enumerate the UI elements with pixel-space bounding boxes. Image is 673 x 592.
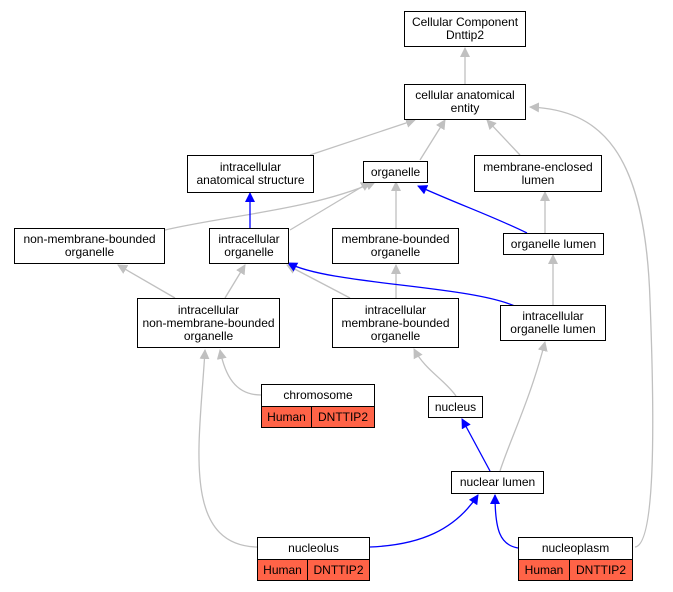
edge-nuclear-lumen-nucleus: [461, 418, 491, 472]
edge-imbo-io: [286, 264, 351, 299]
edge-nucleolus-nuclear-lumen: [369, 494, 479, 548]
node-organelle[interactable]: organelle: [363, 161, 428, 183]
node-cellular-anatomical-entity[interactable]: cellular anatomical entity: [404, 84, 526, 120]
node-intracellular-anatomical-structure[interactable]: intracellular anatomical structure: [187, 155, 314, 193]
node-nuclear-lumen[interactable]: nuclear lumen: [451, 471, 544, 494]
node-nucleolus[interactable]: nucleolus: [257, 537, 370, 560]
node-intracellular-membrane-bounded-organelle[interactable]: intracellular membrane-bounded organelle: [332, 298, 459, 348]
edge-nucleoplasm-cae: [529, 102, 654, 548]
node-cellular-component-dnttip2[interactable]: Cellular Component Dnttip2: [404, 11, 526, 47]
edge-io-organelle: [289, 181, 371, 231]
node-non-membrane-bounded-organelle[interactable]: non-membrane-bounded organelle: [14, 228, 165, 264]
annotation-gene-nucleoplasm: DNTTIP2: [569, 559, 633, 581]
edge-nucleolus-inmbo: [198, 349, 258, 548]
edge-ias-cae: [309, 118, 416, 156]
edge-chromosome-inmbo: [216, 349, 262, 396]
node-membrane-enclosed-lumen[interactable]: membrane-enclosed lumen: [474, 155, 602, 192]
edge-nucleus-imbo: [413, 348, 457, 397]
annotation-gene-chromosome: DNTTIP2: [311, 406, 375, 428]
edge-organelle-cae: [419, 119, 446, 161]
node-organelle-lumen[interactable]: organelle lumen: [503, 233, 604, 255]
edge-inmbo-io: [224, 264, 246, 299]
edge-iol-io: [287, 262, 518, 308]
edge-mel-cae: [486, 119, 521, 156]
node-intracellular-organelle-lumen[interactable]: intracellular organelle lumen: [500, 305, 606, 341]
node-membrane-bounded-organelle[interactable]: membrane-bounded organelle: [332, 228, 459, 264]
edge-inmbo-nmbo: [117, 264, 176, 299]
edge-ol-organelle: [417, 185, 528, 234]
edge-nmbo-organelle: [164, 180, 376, 231]
annotation-species-nucleoplasm: Human: [518, 559, 570, 581]
edge-nucleoplasm-nuclear-lumen: [490, 494, 519, 549]
edge-nuclear-lumen-iol: [499, 341, 548, 472]
node-nucleoplasm[interactable]: nucleoplasm: [518, 537, 633, 560]
annotation-species-chromosome: Human: [261, 406, 312, 428]
node-chromosome[interactable]: chromosome: [261, 384, 375, 407]
node-intracellular-organelle[interactable]: intracellular organelle: [209, 228, 289, 264]
annotation-species-nucleolus: Human: [257, 559, 308, 581]
annotation-gene-nucleolus: DNTTIP2: [307, 559, 370, 581]
node-intracellular-non-membrane-bounded-organelle[interactable]: intracellular non-membrane-bounded organ…: [137, 298, 280, 348]
node-nucleus[interactable]: nucleus: [428, 396, 483, 418]
